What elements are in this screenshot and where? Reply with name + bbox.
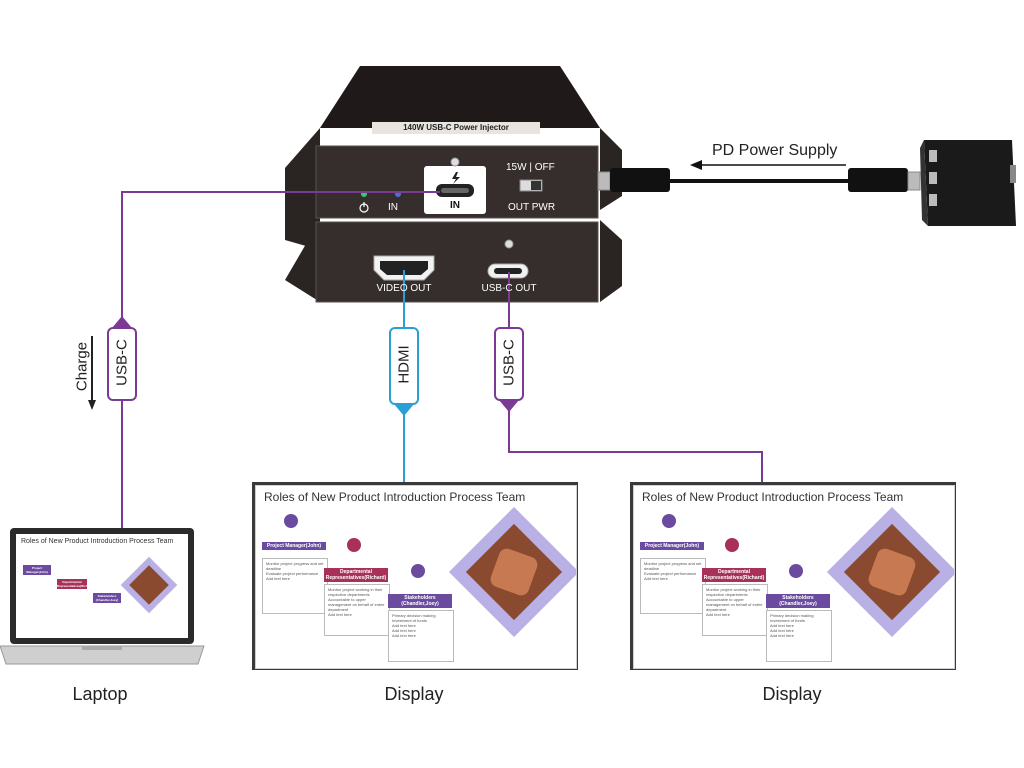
display-1-box2-body: Monitor project working in their respect… [324,584,390,636]
pd-charger [920,140,1016,226]
injector-lower-panel [315,221,599,303]
display-1-dept-icon [347,538,361,552]
in-led-label: IN [388,202,398,213]
pd-supply-label: PD Power Supply [712,142,838,159]
display-2-stake-icon [789,564,803,578]
laptop-slide-box2-title: Departmental Representatives(Richard) [57,579,94,589]
power-injector [285,66,622,303]
lightning-icon [452,172,460,184]
display-1-box2-title: Departmental Representatives(Richard) [324,568,388,582]
status-led [450,157,460,167]
switch-label-top: 15W | OFF [506,162,555,173]
display-1-label: Display [384,684,444,704]
display-1-slide-title: Roles of New Product Introduction Proces… [264,490,526,504]
display-2-slide: Roles of New Product Introduction Proces… [633,485,955,669]
display-1-box1-title: Project Manager(John) [262,542,326,550]
laptop-slide-box3-title: Stakeholders (Chandler,Joey) [93,593,121,603]
switch-label-bottom: OUT PWR [508,202,556,213]
display-2-user-icon [662,514,676,528]
display-2-label: Display [762,684,822,704]
display-2-box3-title: Stakeholders (Chandler,Joey) [766,594,830,608]
injector-wing-left-top [285,128,320,250]
injector-lid [320,66,600,128]
display-1-user-icon [284,514,298,528]
usbc-out-tag: USB-C [500,339,518,386]
laptop-screen-slide: Roles of New Product Introduction Proces… [17,535,187,637]
display-1-slide: Roles of New Product Introduction Proces… [255,485,577,669]
pd-supply-cable [597,160,921,192]
display-2-slide-title: Roles of New Product Introduction Proces… [642,490,904,504]
in-port-label: IN [450,200,460,211]
laptop-label: Laptop [72,684,128,704]
usbc-out-led [504,239,514,249]
video-out-label: VIDEO OUT [376,283,432,294]
injector-wing-right-bottom [600,220,622,302]
injector-wing-left-bottom [285,220,320,302]
laptop-usbc-cable [121,191,440,534]
display-2-box2-body: Monitor project working in their respect… [702,584,768,636]
laptop-cable-tag: USB-C [113,339,131,386]
injector-title-plate [372,122,540,134]
display-1-box1-body: Monitor project progress and set deadlin… [262,558,328,614]
display-1-box3-title: Stakeholders (Chandler,Joey) [388,594,452,608]
injector-title: 140W USB-C Power Injector [403,123,509,132]
display-2-box1-body: Monitor project progress and set deadlin… [640,558,706,614]
laptop-slide-box1-title: Project Manager(John) [23,565,51,575]
display-2-dept-icon [725,538,739,552]
laptop-slide-title: Roles of New Product Introduction Proces… [21,538,174,545]
hdmi-tag: HDMI [395,345,413,384]
charge-label: Charge [73,341,91,392]
usbc-out-label: USB-C OUT [481,283,537,294]
display-2-box2-title: Departmental Representatives(Richard) [702,568,766,582]
display-2-box1-title: Project Manager(John) [640,542,704,550]
usbc-out-cable [508,272,763,484]
display-1-stake-icon [411,564,425,578]
